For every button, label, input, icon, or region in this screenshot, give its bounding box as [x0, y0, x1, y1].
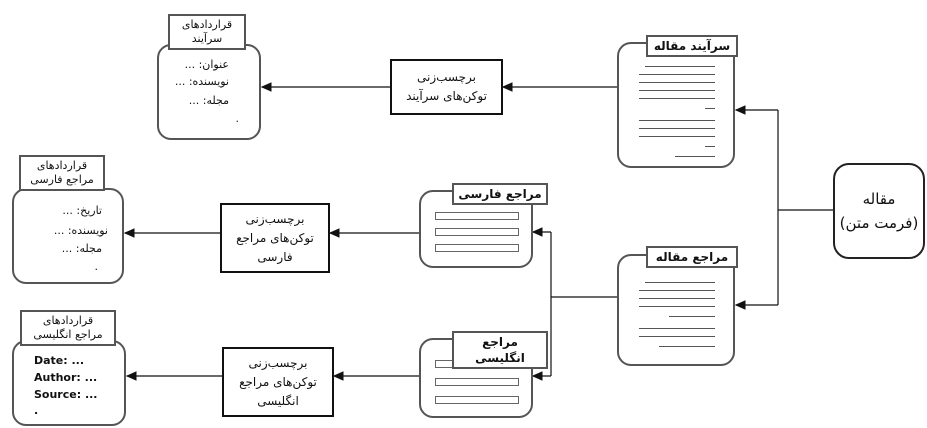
english-output-field-author: Author: ... [34, 371, 98, 384]
persian-output-field-author: نویسنده: ... [53, 224, 108, 237]
english-tagger-box: برچسب‌زنی توکن‌های مراجع انگلیسی [222, 347, 334, 417]
persian-tagger-box: برچسب‌زنی توکن‌های مراجع فارسی [220, 203, 330, 273]
header-tagger-box: برچسب‌زنی توکن‌های سرآیند [390, 59, 503, 115]
persian-output-field-more: . [94, 260, 99, 273]
persian-output-title1: قراردادهای [36, 159, 88, 172]
persian-tagger-line2: توکن‌های مراجع [236, 230, 314, 245]
persian-tagger-line1: برچسب‌زنی [245, 211, 305, 226]
persian-output-label: قراردادهای مراجع فارسی [19, 155, 105, 191]
source-article-box: مقاله (فرمت متن) [833, 163, 925, 259]
source-format: (فرمت متن) [839, 214, 919, 232]
english-output-title1: قراردادهای [42, 314, 94, 327]
header-output-document: عنوان: ... نویسنده: ... مجله: ... . [157, 44, 261, 140]
header-tagger-line1: برچسب‌زنی [416, 70, 476, 84]
english-references-label: مراجع انگلیسی [452, 331, 548, 369]
header-output-label: قراردادهای سرآیند [168, 14, 246, 50]
english-output-field-more: . [34, 404, 39, 417]
header-output-field-title: عنوان: ... [184, 58, 229, 71]
english-tagger-line3: انگلیسی [257, 393, 299, 408]
header-output-field-more: . [235, 112, 240, 125]
english-output-field-date: Date: ... [34, 354, 85, 367]
persian-references-label: مراجع فارسی [452, 183, 548, 205]
english-output-title2: مراجع انگلیسی [33, 328, 103, 341]
english-output-label: قراردادهای مراجع انگلیسی [20, 310, 116, 346]
persian-output-field-journal: مجله: ... [61, 242, 102, 255]
header-output-field-journal: مجله: ... [188, 94, 229, 107]
persian-output-field-date: تاریخ: ... [62, 204, 102, 217]
persian-output-document: تاریخ: ... نویسنده: ... مجله: ... . [12, 188, 124, 284]
header-output-title1: قراردادهای [181, 18, 233, 31]
article-references-document [617, 254, 735, 366]
persian-tagger-line3: فارسی [257, 249, 293, 264]
english-tagger-line1: برچسب‌زنی [248, 355, 308, 370]
article-header-label: سرآیند مقاله [646, 35, 738, 57]
source-title: مقاله [862, 190, 896, 208]
english-output-field-source: Source: ... [34, 388, 98, 401]
header-output-field-author: نویسنده: ... [174, 75, 229, 88]
persian-output-title2: مراجع فارسی [30, 173, 94, 186]
article-references-label: مراجع مقاله [646, 246, 738, 268]
header-tagger-line2: توکن‌های سرآیند [406, 89, 487, 103]
english-output-document: Date: ... Author: ... Source: ... . [12, 340, 126, 426]
english-tagger-line2: توکن‌های مراجع [239, 374, 317, 389]
article-header-document [617, 42, 735, 168]
header-output-title2: سرآیند [191, 32, 223, 45]
